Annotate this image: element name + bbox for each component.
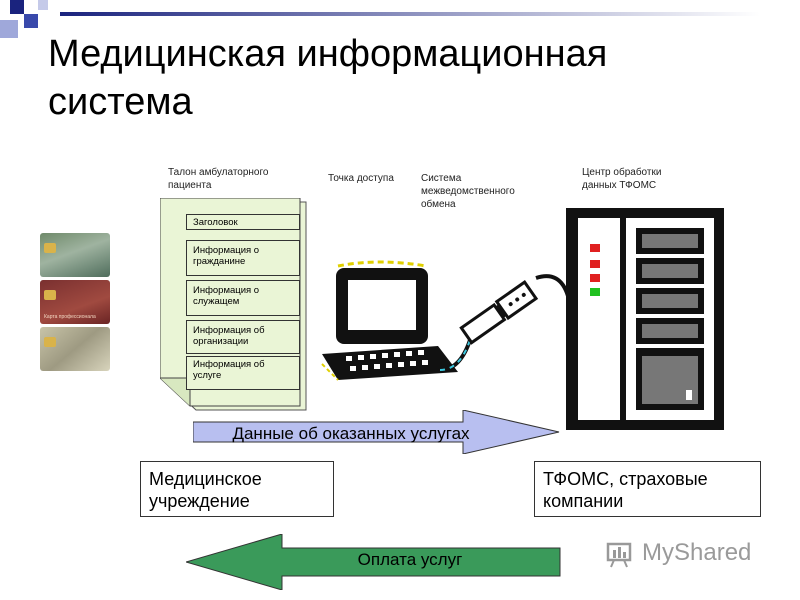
cable-connector <box>440 274 570 372</box>
card-landscape <box>40 233 110 277</box>
doc-field-employee: Информация о служащем <box>186 280 300 316</box>
watermark-logo-icon <box>606 542 632 568</box>
title-line-2: система <box>48 81 193 123</box>
medical-institution-box: Медицинское учреждение <box>140 461 334 517</box>
card-professional: Карта профессионала <box>40 280 110 324</box>
server-icon <box>566 208 724 430</box>
arrow-right <box>193 410 560 454</box>
interagency-label: Система межведомственного обмена <box>421 173 515 210</box>
talon-label: Талон амбулаторного пациента <box>168 167 269 191</box>
watermark: MyShared <box>606 536 776 570</box>
doc-field-organization: Информация об организации <box>186 320 300 354</box>
center-label: Центр обработки данных ТФОМС <box>582 167 662 191</box>
computer-icon <box>321 260 458 381</box>
arrow-left <box>186 534 561 590</box>
arrow-left-label: Оплата услуг <box>357 550 463 569</box>
page-title: Медицинская информационная система <box>48 30 748 126</box>
doc-field-citizen: Информация о гражданине <box>186 240 300 276</box>
tfoms-box: ТФОМС, страховые компании <box>534 461 761 517</box>
card-text: Карта профессионала <box>44 314 96 320</box>
doc-field-service: Информация об услуге <box>186 356 300 390</box>
arrow-right-label: Данные об оказанных услугах <box>232 424 470 443</box>
access-point-label: Точка доступа <box>328 173 394 184</box>
doc-field-header: Заголовок <box>186 214 300 230</box>
card-map <box>40 327 110 371</box>
title-line-1: Медицинская информационная <box>48 33 608 75</box>
